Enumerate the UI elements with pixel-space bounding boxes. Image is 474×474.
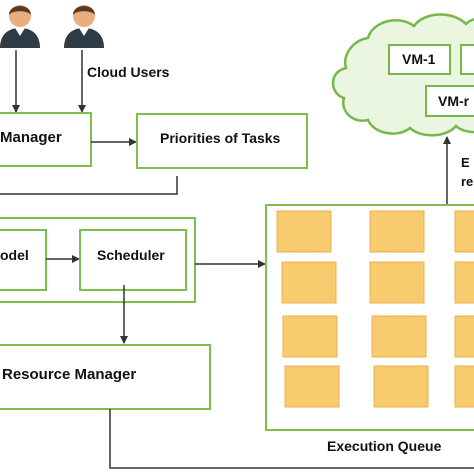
scheduler-label: Scheduler xyxy=(97,247,165,263)
task-block xyxy=(371,315,427,358)
cloud-users-caption: Cloud Users xyxy=(87,64,170,80)
model-box xyxy=(0,229,47,291)
execution-queue-caption: Execution Queue xyxy=(327,438,442,454)
scheduler-box xyxy=(79,229,187,291)
task-block xyxy=(281,261,337,304)
user-icon xyxy=(0,5,40,48)
user-icon xyxy=(64,5,104,48)
task-grid xyxy=(276,210,474,408)
side-label-line-2: re xyxy=(461,174,474,189)
task-block xyxy=(276,210,332,253)
task-block xyxy=(373,365,429,408)
model-label: odel xyxy=(0,247,29,263)
task-manager-box xyxy=(0,112,92,167)
resource-feedback-line xyxy=(109,409,474,469)
priorities-label: Priorities of Tasks xyxy=(160,130,281,146)
resource-manager-box xyxy=(0,344,211,410)
task-block xyxy=(454,261,474,304)
vm-1-label: VM-1 xyxy=(402,51,436,67)
priorities-feedback-line xyxy=(0,176,178,195)
task-block xyxy=(282,315,338,358)
vm-2-box xyxy=(460,44,474,75)
vm-n-label: VM-r xyxy=(438,93,470,109)
vm-1-box xyxy=(388,44,451,75)
task-block xyxy=(284,365,340,408)
resource-manager-label: Resource Manager xyxy=(2,366,137,383)
task-block xyxy=(454,365,474,408)
task-block xyxy=(454,315,474,358)
task-block xyxy=(454,210,474,253)
side-label-line-1: E xyxy=(461,155,470,170)
vm-n-box xyxy=(425,85,474,117)
priorities-box xyxy=(136,113,308,169)
task-block xyxy=(369,210,425,253)
task-manager-label: Manager xyxy=(0,129,62,146)
task-block xyxy=(369,261,425,304)
